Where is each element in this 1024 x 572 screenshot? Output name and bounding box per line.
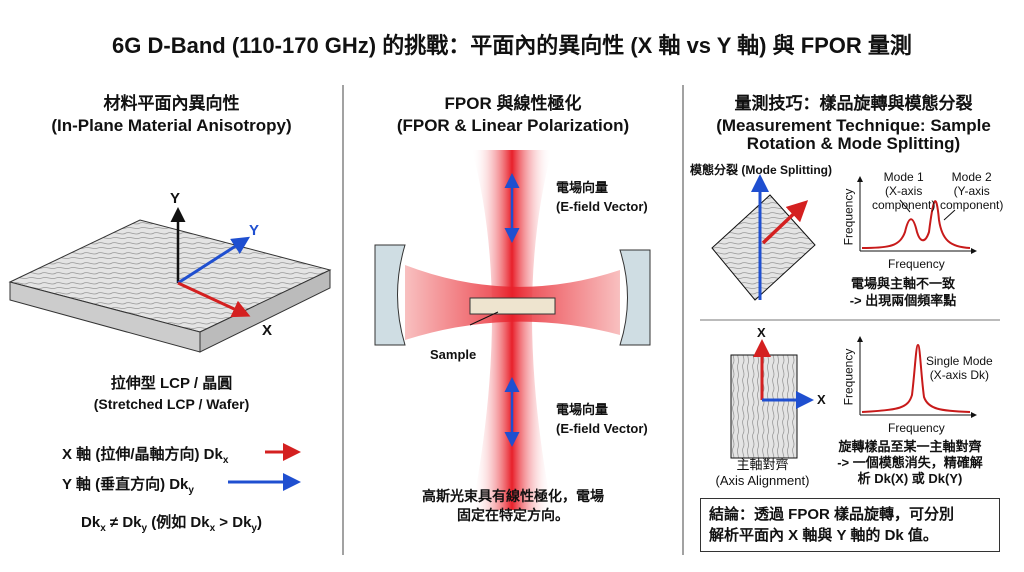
efield-label-bottom-en: (E-field Vector) bbox=[556, 421, 648, 436]
x-dk-legend: X 軸 (拉伸/晶軸方向) Dkx bbox=[62, 443, 228, 466]
align-caption-1: 旋轉樣品至某一主軸對齊 bbox=[838, 439, 982, 454]
mode-splitting-label: 模態分裂 (Mode Splitting) bbox=[690, 163, 832, 177]
sample-pointer bbox=[469, 311, 499, 326]
axis-label-y-inplane: Y bbox=[249, 222, 260, 239]
middle-caption-1: 高斯光束具有線性極化，電場 bbox=[422, 488, 604, 504]
right-subheading-1: (Measurement Technique: Sample bbox=[716, 116, 991, 135]
align-caption-3: 析 Dk(X) 或 Dk(Y) bbox=[857, 471, 963, 486]
middle-caption-2: 固定在特定方向。 bbox=[457, 507, 569, 523]
sample-plate bbox=[469, 297, 556, 315]
dk-inequality: Dkx ≠ Dky (例如 Dkx > Dky) bbox=[81, 514, 262, 534]
align-caption-2: -> 一個模態消失，精確解 bbox=[837, 455, 983, 470]
sample-label: Sample bbox=[430, 347, 477, 362]
right-heading: 量測技巧：樣品旋轉與模態分裂 bbox=[734, 94, 973, 113]
axis-label-x: X bbox=[262, 322, 273, 339]
y-dk-legend: Y 軸 (垂直方向) Dky bbox=[62, 473, 194, 496]
y-dk-text: Y 軸 (垂直方向) Dk bbox=[62, 476, 189, 493]
material-slab bbox=[8, 219, 332, 353]
split-caption-2: -> 出現兩個頻率點 bbox=[849, 293, 957, 308]
x-dk-text: X 軸 (拉伸/晶軸方向) Dk bbox=[62, 446, 223, 463]
left-heading: 材料平面內異向性 bbox=[103, 94, 240, 113]
material-caption: 拉伸型 LCP / 晶圓 bbox=[110, 375, 233, 392]
material-caption-en: (Stretched LCP / Wafer) bbox=[93, 396, 250, 412]
y-inplane-arrow bbox=[177, 236, 251, 285]
split-caption-1: 電場與主軸不一致 bbox=[850, 276, 955, 291]
middle-heading: FPOR 與線性極化 bbox=[444, 94, 582, 113]
left-mirror bbox=[374, 244, 406, 346]
conclusion-line-1: 結論：透過 FPOR 樣品旋轉，可分別 bbox=[709, 506, 955, 523]
plot1-y-label: Frequency bbox=[841, 188, 856, 246]
plot1-x-label: Frequency bbox=[888, 257, 945, 271]
y-sub: y bbox=[188, 485, 194, 496]
efield-label-top-en: (E-field Vector) bbox=[556, 199, 648, 214]
align-label-en: (Axis Alignment) bbox=[715, 473, 810, 488]
single-mode-plot bbox=[857, 336, 977, 418]
rotated-sample bbox=[711, 194, 816, 301]
efield-label-top-zh: 電場向量 bbox=[556, 180, 609, 195]
plot2-x-label: Frequency bbox=[888, 421, 945, 435]
page-title: 6G D-Band (110-170 GHz) 的挑戰：平面內的異向性 (X 軸… bbox=[112, 33, 912, 58]
align-x-right: X bbox=[817, 392, 826, 407]
x-sub: x bbox=[222, 455, 229, 466]
single-mode-label: Single Mode(X-axis Dk) bbox=[926, 354, 993, 382]
conclusion-line-2: 解析平面內 X 軸與 Y 軸的 Dk 值。 bbox=[709, 527, 938, 544]
efield-label-bottom-zh: 電場向量 bbox=[556, 402, 609, 417]
right-mirror bbox=[619, 249, 651, 346]
middle-subheading: (FPOR & Linear Polarization) bbox=[396, 116, 630, 135]
plot2-y-label: Frequency bbox=[841, 348, 856, 406]
right-subheading-2: Rotation & Mode Splitting) bbox=[746, 134, 961, 153]
conclusion-box: 結論：透過 FPOR 樣品旋轉，可分別解析平面內 X 軸與 Y 軸的 Dk 值。 bbox=[700, 498, 1000, 552]
axis-label-y: Y bbox=[170, 190, 181, 207]
align-label-zh: 主軸對齊 bbox=[736, 457, 789, 472]
aligned-sample bbox=[730, 354, 798, 459]
left-subheading: (In-Plane Material Anisotropy) bbox=[51, 116, 292, 135]
mode-splitting-plot bbox=[857, 176, 977, 254]
vertical-beam bbox=[472, 150, 552, 510]
x-axis-arrow bbox=[177, 281, 251, 318]
align-x-top: X bbox=[757, 325, 766, 340]
material-axis-arrow bbox=[761, 200, 809, 245]
